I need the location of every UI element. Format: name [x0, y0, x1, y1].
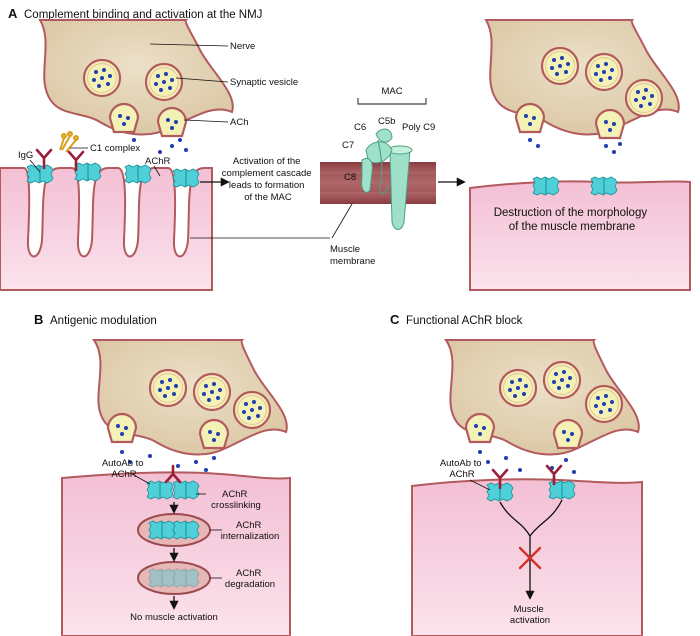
label-muscle-membrane: Muscle membrane: [330, 244, 375, 267]
fusing-vesicle: [594, 108, 626, 140]
ach-molecules: [478, 450, 576, 474]
label-muscle-activation: Muscle activation: [510, 604, 550, 626]
mac-bracket: [357, 98, 427, 105]
ach-molecules: [528, 138, 622, 154]
synaptic-vesicle: [498, 368, 538, 408]
fusing-vesicle: [156, 106, 188, 138]
achr-internalized: [148, 520, 176, 540]
panel-b-letter: B: [34, 312, 43, 327]
label-synaptic-vesicle: Synaptic vesicle: [230, 77, 298, 88]
label-achr: AChR: [145, 156, 170, 167]
label-autoab-c: AutoAb to AChR: [440, 458, 484, 480]
muscle-membrane-flat: [469, 180, 691, 291]
panel-c-letter: C: [390, 312, 400, 327]
ach-molecules: [132, 138, 188, 154]
panel-b-title: Antigenic modulation: [50, 315, 157, 327]
label-ach: ACh: [230, 117, 248, 128]
synaptic-vesicle: [624, 78, 664, 118]
label-c6: C6: [354, 122, 366, 133]
synaptic-vesicle: [148, 368, 188, 408]
achr-receptor: [532, 176, 560, 196]
ach-molecules: [120, 450, 216, 472]
label-c8: C8: [344, 172, 356, 183]
muscle-membrane: [411, 478, 643, 636]
signal-pathway: [499, 499, 563, 598]
achr-receptor: [172, 480, 200, 500]
label-degradation: AChR degradation: [225, 568, 275, 590]
fusing-vesicle: [198, 418, 230, 450]
fusing-vesicle: [106, 412, 138, 444]
label-internalization: AChR internalization: [221, 520, 280, 542]
synaptic-vesicle: [232, 390, 272, 430]
panel-c-title: Functional AChR block: [406, 315, 523, 327]
achr-internalized: [172, 520, 200, 540]
synaptic-vesicle: [584, 52, 624, 92]
fusing-vesicle: [108, 102, 140, 134]
crosslinking-antibody: [164, 464, 182, 484]
achr-degraded: [148, 568, 200, 588]
label-c5b: C5b: [378, 116, 395, 127]
panel-a-title: Complement binding and activation at the…: [24, 9, 262, 21]
label-poly-c9: Poly C9: [402, 122, 435, 133]
synaptic-vesicle: [192, 372, 232, 412]
mac-complex: [361, 128, 413, 230]
label-activation: Activation of the complement cascade lea…: [222, 156, 314, 203]
leader-lines: [131, 473, 222, 579]
panel-a-letter: A: [8, 6, 18, 21]
fusing-vesicle: [464, 412, 496, 444]
synaptic-vesicle: [542, 360, 582, 400]
nerve-terminal: [92, 339, 288, 456]
label-no-muscle-activation: No muscle activation: [130, 612, 218, 623]
synaptic-vesicle: [82, 58, 122, 98]
synaptic-vesicle: [144, 62, 184, 102]
fusing-vesicle: [514, 102, 546, 134]
label-c7: C7: [342, 140, 354, 151]
label-autoab-b: AutoAb to AChR: [102, 458, 146, 480]
block-x-icon: [518, 546, 542, 570]
label-crosslinking: AChR crosslinking: [211, 489, 261, 511]
c1-complex: [59, 131, 79, 153]
label-mac: MAC: [381, 86, 402, 97]
synaptic-vesicle: [540, 46, 580, 86]
label-destruction: Destruction of the morphology of the mus…: [494, 207, 651, 233]
leader-line: [469, 479, 491, 491]
label-igg: IgG: [18, 150, 33, 161]
muscle-membrane-folded: [0, 167, 213, 291]
achr-receptor: [590, 176, 618, 196]
fusing-vesicle: [552, 418, 584, 450]
synaptic-vesicle: [584, 384, 624, 424]
label-nerve: Nerve: [230, 41, 255, 52]
label-c1-complex: C1 complex: [90, 143, 140, 154]
achr-receptor: [146, 480, 174, 500]
